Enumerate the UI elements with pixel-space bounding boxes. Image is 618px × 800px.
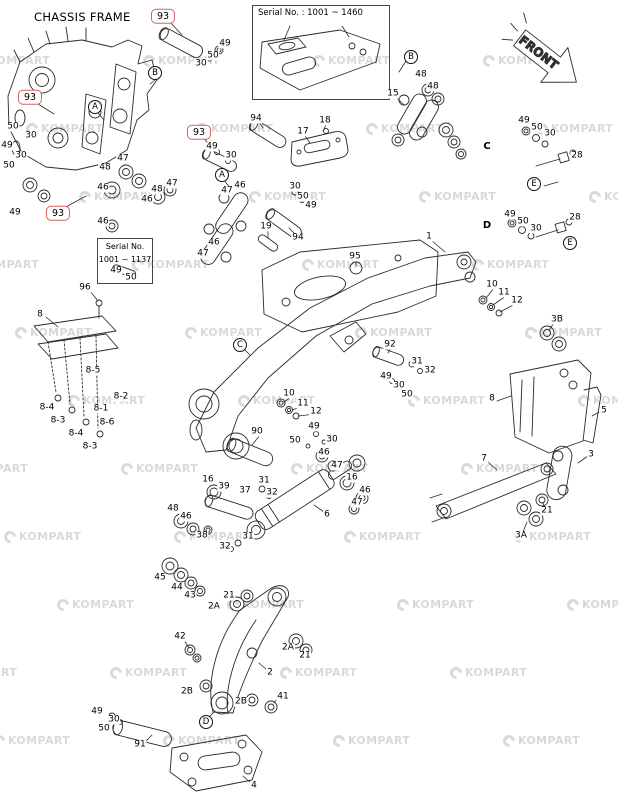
front-arrow: FRONT <box>501 12 577 83</box>
kompart-watermark-text: KOMPART <box>487 258 550 271</box>
kompart-watermark: KOMPART <box>129 256 210 273</box>
kompart-watermark: KOMPART <box>160 732 241 749</box>
chassis-frame-art <box>7 26 158 203</box>
kompart-watermark: KOMPART <box>500 732 581 749</box>
kompart-watermark-text: KOMPART <box>582 598 618 611</box>
kompart-watermark-text: KOMPART <box>19 530 82 543</box>
kompart-watermark-text: KOMPART <box>423 394 486 407</box>
plate-assembly-art <box>33 315 119 438</box>
kompart-watermark-text: KOMPART <box>540 326 603 339</box>
kompart-watermark-text: KOMPART <box>8 734 71 747</box>
kompart-watermark: KOMPART <box>1 528 82 545</box>
kompart-watermark: KOMPART <box>0 54 50 67</box>
kompart-watermark-text: KOMPART <box>242 598 305 611</box>
leader-lines <box>37 21 600 784</box>
boom-art <box>188 239 503 460</box>
kompart-watermark-text: KOMPART <box>604 190 618 203</box>
kompart-watermark: KOMPART <box>246 188 327 205</box>
kompart-watermark-text: KOMPART <box>0 54 51 67</box>
kompart-watermark-text: KOMPART <box>370 326 433 339</box>
kompart-watermark: KOMPART <box>394 596 475 613</box>
serial-range-box-top: Serial No. : 1001 ~ 1460 <box>252 5 390 100</box>
kompart-watermark-text: KOMPART <box>41 122 104 135</box>
kompart-watermark: KOMPART <box>277 664 358 681</box>
kompart-watermark: KOMPART <box>310 52 391 69</box>
kompart-watermark: KOMPART <box>564 596 618 613</box>
kompart-watermark-text: KOMPART <box>465 666 528 679</box>
kompart-watermark: KOMPART <box>469 256 550 273</box>
serial-range-text-top: Serial No. : 1001 ~ 1460 <box>257 8 364 18</box>
serial-box-detail-art <box>259 29 381 91</box>
kompart-watermark: KOMPART <box>522 324 603 341</box>
kompart-watermark: KOMPART <box>299 256 380 273</box>
kompart-watermark: KOMPART <box>341 528 422 545</box>
kompart-watermark-text: KOMPART <box>529 530 592 543</box>
serial-range-text-mid-line2: 1001 ~ 1137 <box>98 255 152 264</box>
kompart-watermark-text: KOMPART <box>348 734 411 747</box>
kompart-watermark-text: KOMPART <box>359 530 422 543</box>
kompart-watermark: KOMPART <box>586 188 618 205</box>
kompart-watermark-text: KOMPART <box>72 598 135 611</box>
kompart-watermark: KOMPART <box>224 596 305 613</box>
page-title: CHASSIS FRAME <box>34 10 131 24</box>
serial-range-box-mid: Serial No. 1001 ~ 1137 <box>97 238 153 284</box>
kompart-watermark-text: KOMPART <box>295 666 358 679</box>
kompart-watermark: KOMPART <box>118 460 199 477</box>
kompart-watermark-text: KOMPART <box>178 734 241 747</box>
kompart-watermark: KOMPART <box>54 596 135 613</box>
kompart-watermark: KOMPART <box>23 120 104 137</box>
right-mount-art <box>429 325 602 527</box>
kompart-watermark-text: KOMPART <box>317 258 380 271</box>
kompart-watermark: KOMPART <box>533 120 614 137</box>
kompart-watermark: KOMPART <box>405 392 486 409</box>
kompart-watermark: KOMPART <box>352 324 433 341</box>
kompart-watermark-text: KOMPART <box>434 190 497 203</box>
kompart-watermark: KOMPART <box>511 528 592 545</box>
kompart-watermark-text: KOMPART <box>328 54 391 67</box>
kompart-watermark-text: KOMPART <box>200 326 263 339</box>
kompart-watermark-text: KOMPART <box>412 598 475 611</box>
kompart-watermark-text: KOMPART <box>147 258 210 271</box>
kompart-watermark: KOMPART <box>0 666 17 679</box>
cover-plate-art <box>290 128 349 167</box>
kompart-watermark-text: KOMPART <box>264 190 327 203</box>
kompart-watermark: KOMPART <box>447 664 528 681</box>
kompart-watermark-text: KOMPART <box>136 462 199 475</box>
kompart-watermark: KOMPART <box>0 462 28 475</box>
kompart-watermark-text: KOMPART <box>0 258 40 271</box>
kompart-watermark-text: KOMPART <box>551 122 614 135</box>
kompart-watermark-text: KOMPART <box>0 666 18 679</box>
kompart-watermark-text: KOMPART <box>518 734 581 747</box>
detail-box-contents-art <box>507 126 577 240</box>
kompart-watermark: KOMPART <box>107 664 188 681</box>
kompart-watermark-text: KOMPART <box>125 666 188 679</box>
kompart-watermark: KOMPART <box>182 324 263 341</box>
upper-link-art <box>391 83 467 160</box>
pins-and-hardware-art <box>95 27 302 319</box>
kompart-watermark: KOMPART <box>416 188 497 205</box>
kompart-watermark: KOMPART <box>12 324 93 341</box>
kompart-watermark-text: KOMPART <box>30 326 93 339</box>
kompart-watermark: KOMPART <box>0 258 39 271</box>
cylinder-art <box>173 431 369 552</box>
kompart-watermark: KOMPART <box>0 732 71 749</box>
kompart-watermark: KOMPART <box>330 732 411 749</box>
serial-range-text-mid-line1: Serial No. <box>105 242 145 251</box>
arm-and-bracket-art <box>108 557 313 792</box>
kompart-watermark-text: KOMPART <box>0 462 29 475</box>
